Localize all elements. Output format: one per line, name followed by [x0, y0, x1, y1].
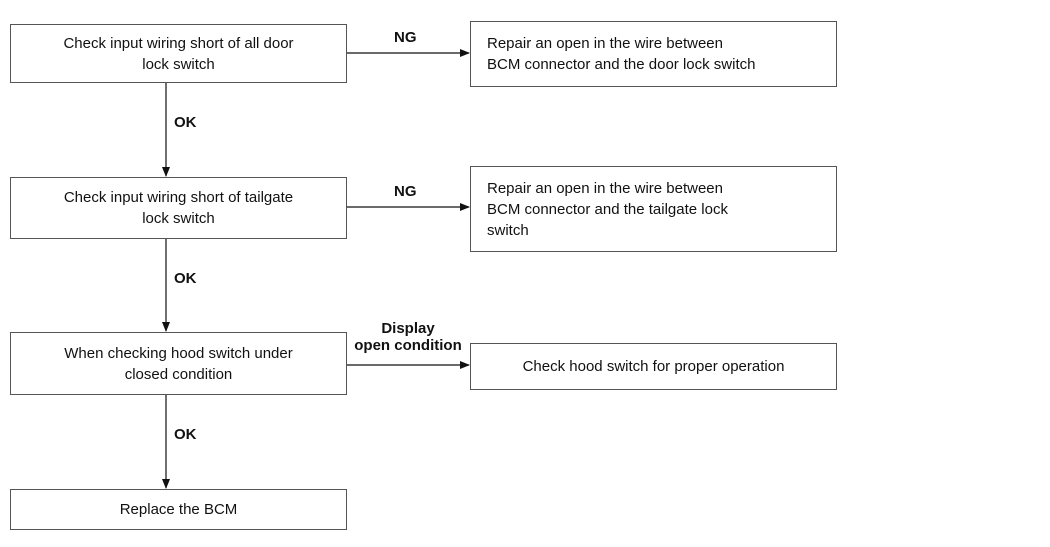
check-all-door-lock-switch-box: Check input wiring short of all door loc… — [10, 24, 347, 83]
check-hood-switch-closed-text: When checking hood switch under closed c… — [64, 344, 293, 383]
check-tailgate-lock-switch-box: Check input wiring short of tailgate loc… — [10, 177, 347, 239]
ok-label-step3: OK — [174, 426, 197, 443]
repair-tailgate-lock-switch-wire-box: Repair an open in the wire between BCM c… — [470, 166, 837, 252]
repair-door-lock-switch-wire-text: Repair an open in the wire between BCM c… — [487, 35, 756, 73]
replace-bcm-box: Replace the BCM — [10, 489, 347, 530]
ok-label-step1: OK — [174, 114, 197, 131]
repair-tailgate-lock-switch-wire-text: Repair an open in the wire between BCM c… — [487, 179, 728, 239]
check-hood-switch-closed-box: When checking hood switch under closed c… — [10, 332, 347, 395]
display-open-condition-label: Display open condition — [354, 320, 462, 354]
ng-label-step2: NG — [394, 183, 417, 200]
repair-door-lock-switch-wire-box: Repair an open in the wire between BCM c… — [470, 21, 837, 87]
check-hood-switch-operation-text: Check hood switch for proper operation — [522, 358, 785, 375]
ng-label-step1: NG — [394, 29, 417, 46]
ok-label-step2: OK — [174, 270, 197, 287]
check-tailgate-lock-switch-text: Check input wiring short of tailgate loc… — [63, 189, 294, 227]
replace-bcm-text: Replace the BCM — [119, 501, 238, 518]
check-hood-switch-operation-box: Check hood switch for proper operation — [470, 343, 837, 390]
check-all-door-lock-switch-text: Check input wiring short of all door loc… — [63, 34, 294, 73]
